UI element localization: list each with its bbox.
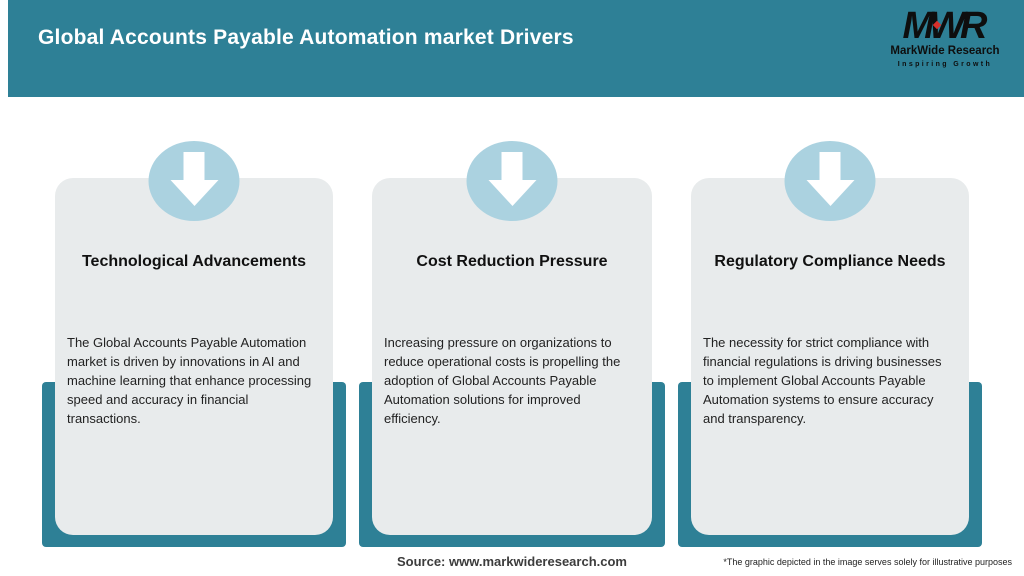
arrow-stem	[819, 152, 841, 180]
card-description: Increasing pressure on organizations to …	[384, 335, 621, 426]
arrow-head	[170, 180, 218, 206]
card-description: The necessity for strict compliance with…	[703, 335, 942, 426]
card-panel: Technological Advancements The Global Ac…	[55, 178, 333, 535]
arrow-stem	[183, 152, 205, 180]
driver-card-cost-reduction-pressure: Cost Reduction Pressure Increasing press…	[359, 0, 665, 576]
page-title: Global Accounts Payable Automation marke…	[38, 26, 574, 49]
driver-card-regulatory-compliance-needs: Regulatory Compliance Needs The necessit…	[678, 0, 982, 576]
card-description: The Global Accounts Payable Automation m…	[67, 335, 312, 426]
logo-company-name: MarkWide Research	[890, 45, 1000, 57]
disclaimer-text: *The graphic depicted in the image serve…	[723, 557, 1012, 567]
logo-acronym-text: MWR	[902, 5, 988, 47]
arrow-down-icon	[784, 141, 876, 221]
logo-tagline: Inspiring Growth	[897, 60, 993, 68]
card-title: Regulatory Compliance Needs	[714, 253, 946, 270]
arrow-stem	[501, 152, 523, 180]
card-title: Cost Reduction Pressure	[416, 253, 608, 270]
markwide-logo: MWR MarkWide Research Inspiring Growth	[876, 7, 1014, 68]
card-panel: Cost Reduction Pressure Increasing press…	[372, 178, 652, 535]
arrow-down-icon	[148, 141, 240, 221]
source-text: Source: www.markwideresearch.com	[396, 554, 627, 569]
card-panel: Regulatory Compliance Needs The necessit…	[691, 178, 969, 535]
arrow-down-icon	[466, 141, 558, 221]
arrow-head	[488, 180, 536, 206]
card-title: Technological Advancements	[81, 253, 307, 270]
header-bar: Global Accounts Payable Automation marke…	[8, 0, 1024, 97]
driver-card-technological-advancements: Technological Advancements The Global Ac…	[42, 0, 346, 576]
arrow-head	[806, 180, 854, 206]
logo-acronym: MWR	[903, 7, 988, 45]
